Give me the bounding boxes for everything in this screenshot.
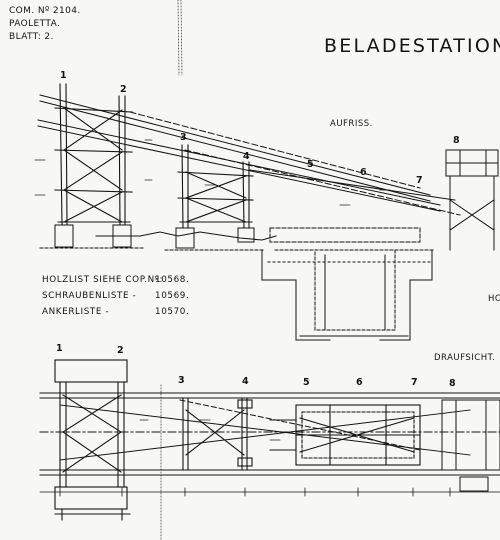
elevation-support-number: 6 bbox=[360, 167, 367, 178]
plan-trestle-3-4 bbox=[182, 397, 253, 471]
plan-frame-8 bbox=[441, 399, 500, 492]
station-section bbox=[261, 227, 436, 341]
cut-label: HO bbox=[488, 294, 500, 304]
elevation-support-number: 4 bbox=[243, 151, 250, 162]
plan-trestle-1-2 bbox=[54, 359, 131, 521]
plan-dimension-line bbox=[39, 487, 500, 497]
list-value-holz: 10568. bbox=[155, 275, 190, 285]
list-name-anker: ANKERLISTE - bbox=[42, 307, 110, 317]
elevation-view-label: AUFRISS. bbox=[330, 119, 373, 129]
list-name-schrauben: SCHRAUBENLISTE - bbox=[42, 291, 137, 301]
project-name: PAOLETTA. bbox=[9, 19, 61, 29]
plan-support-number: 5 bbox=[303, 377, 310, 388]
plan-support-number: 2 bbox=[117, 345, 124, 356]
frame-8-elevation bbox=[445, 149, 499, 251]
list-value-anker: 10570. bbox=[155, 307, 190, 317]
plan-support-number: 4 bbox=[242, 376, 249, 387]
conveyor-lines bbox=[37, 94, 461, 216]
elevation-support-number: 1 bbox=[60, 70, 67, 81]
trestle-1-2 bbox=[54, 83, 133, 226]
plan-support-number: 1 bbox=[56, 343, 63, 354]
plan-support-number: 3 bbox=[178, 375, 185, 386]
drawing-title: BELADESTATION. bbox=[324, 35, 500, 57]
plan-support-number: 6 bbox=[356, 377, 363, 388]
sheet-number: BLATT: 2. bbox=[9, 32, 54, 42]
plan-support-number: 7 bbox=[411, 377, 418, 388]
scan-fold-mark bbox=[160, 0, 183, 540]
terrain-line bbox=[95, 231, 277, 241]
elevation-support-number: 2 bbox=[120, 84, 127, 95]
list-name-holz: HOLZLIST SIEHE COP.Nº: bbox=[42, 275, 164, 285]
plan-support-number: 8 bbox=[449, 378, 456, 389]
drawing-number: COM. Nº 2104. bbox=[9, 6, 81, 16]
elevation-support-number: 8 bbox=[453, 135, 460, 146]
trestle-3-4 bbox=[177, 144, 254, 229]
plan-frame bbox=[39, 392, 500, 476]
footing-3-4 bbox=[164, 227, 266, 251]
annotation-marks bbox=[34, 139, 391, 441]
plan-view-label: DRAUFSICHT. bbox=[434, 353, 496, 363]
list-value-schrauben: 10569. bbox=[155, 291, 190, 301]
plan-station bbox=[269, 404, 421, 466]
elevation-support-number: 7 bbox=[416, 175, 423, 186]
